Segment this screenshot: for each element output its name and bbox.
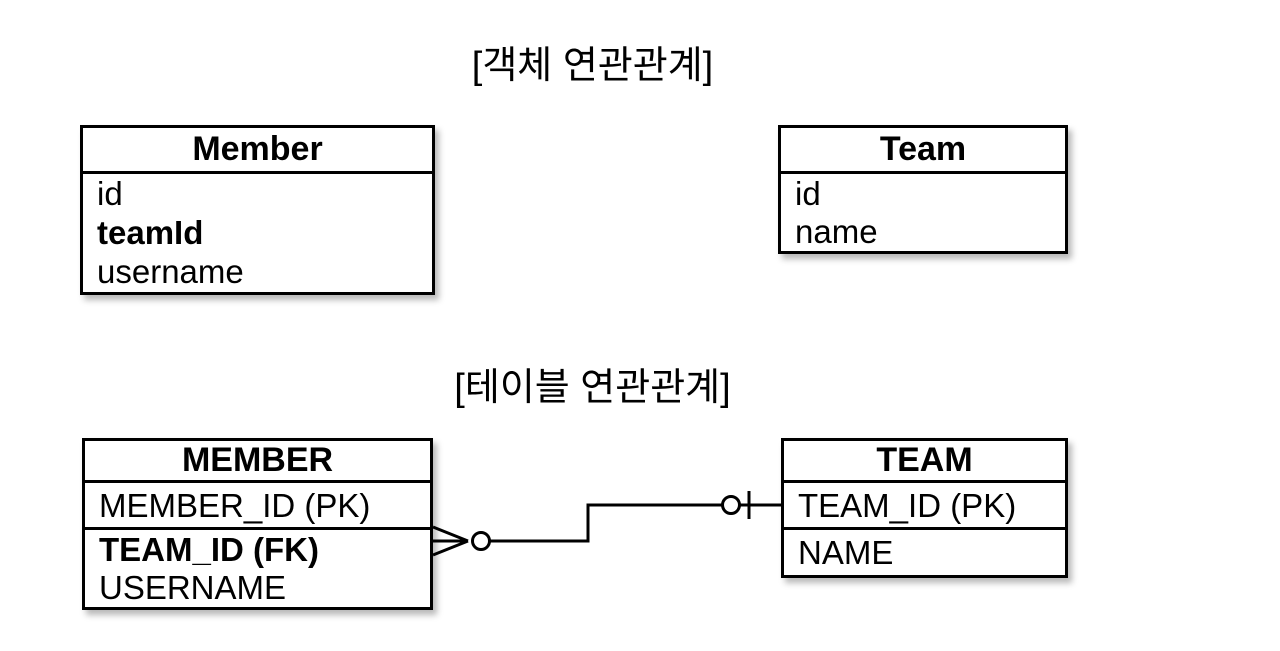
- connector-line: [490, 503, 722, 543]
- entity-object-team-fields: id name: [781, 174, 1065, 250]
- entity-table-member-key-compartment: MEMBER_ID (PK): [85, 483, 430, 527]
- entity-table-member-title: MEMBER: [85, 441, 430, 483]
- zero-circle-member-icon: [471, 531, 491, 551]
- entity-object-member-fields: id teamId username: [83, 174, 432, 291]
- entity-table-team-title: TEAM: [784, 441, 1065, 483]
- field-member-username: username: [97, 253, 244, 290]
- field-name: NAME: [798, 534, 894, 571]
- field-team-id: id: [795, 175, 821, 212]
- object-relationship-title: [객체 연관관계]: [471, 45, 714, 87]
- field-username: USERNAME: [99, 569, 287, 606]
- entity-object-member: Member id teamId username: [80, 125, 435, 295]
- entity-object-team: Team id name: [778, 125, 1068, 254]
- field-member-teamid: teamId: [97, 214, 204, 251]
- field-team-id-fk: TEAM_ID (FK): [99, 531, 319, 568]
- entity-object-team-title: Team: [781, 128, 1065, 174]
- entity-table-team-fields-compartment: NAME: [784, 527, 1065, 574]
- entity-object-member-title: Member: [83, 128, 432, 174]
- entity-table-team-key-compartment: TEAM_ID (PK): [784, 483, 1065, 527]
- entity-table-member-fields-compartment: TEAM_ID (FK) USERNAME: [85, 527, 430, 606]
- zero-circle-team-icon: [721, 495, 741, 515]
- crows-foot-many-icon: [432, 525, 469, 557]
- table-relationship-title: [테이블 연관관계]: [454, 367, 731, 409]
- entity-table-member: MEMBER MEMBER_ID (PK) TEAM_ID (FK) USERN…: [82, 438, 433, 610]
- field-member-id-pk: MEMBER_ID (PK): [99, 487, 371, 524]
- field-team-id-pk: TEAM_ID (PK): [798, 487, 1017, 524]
- entity-table-team: TEAM TEAM_ID (PK) NAME: [781, 438, 1068, 578]
- field-member-id: id: [97, 175, 123, 212]
- field-team-name: name: [795, 213, 878, 250]
